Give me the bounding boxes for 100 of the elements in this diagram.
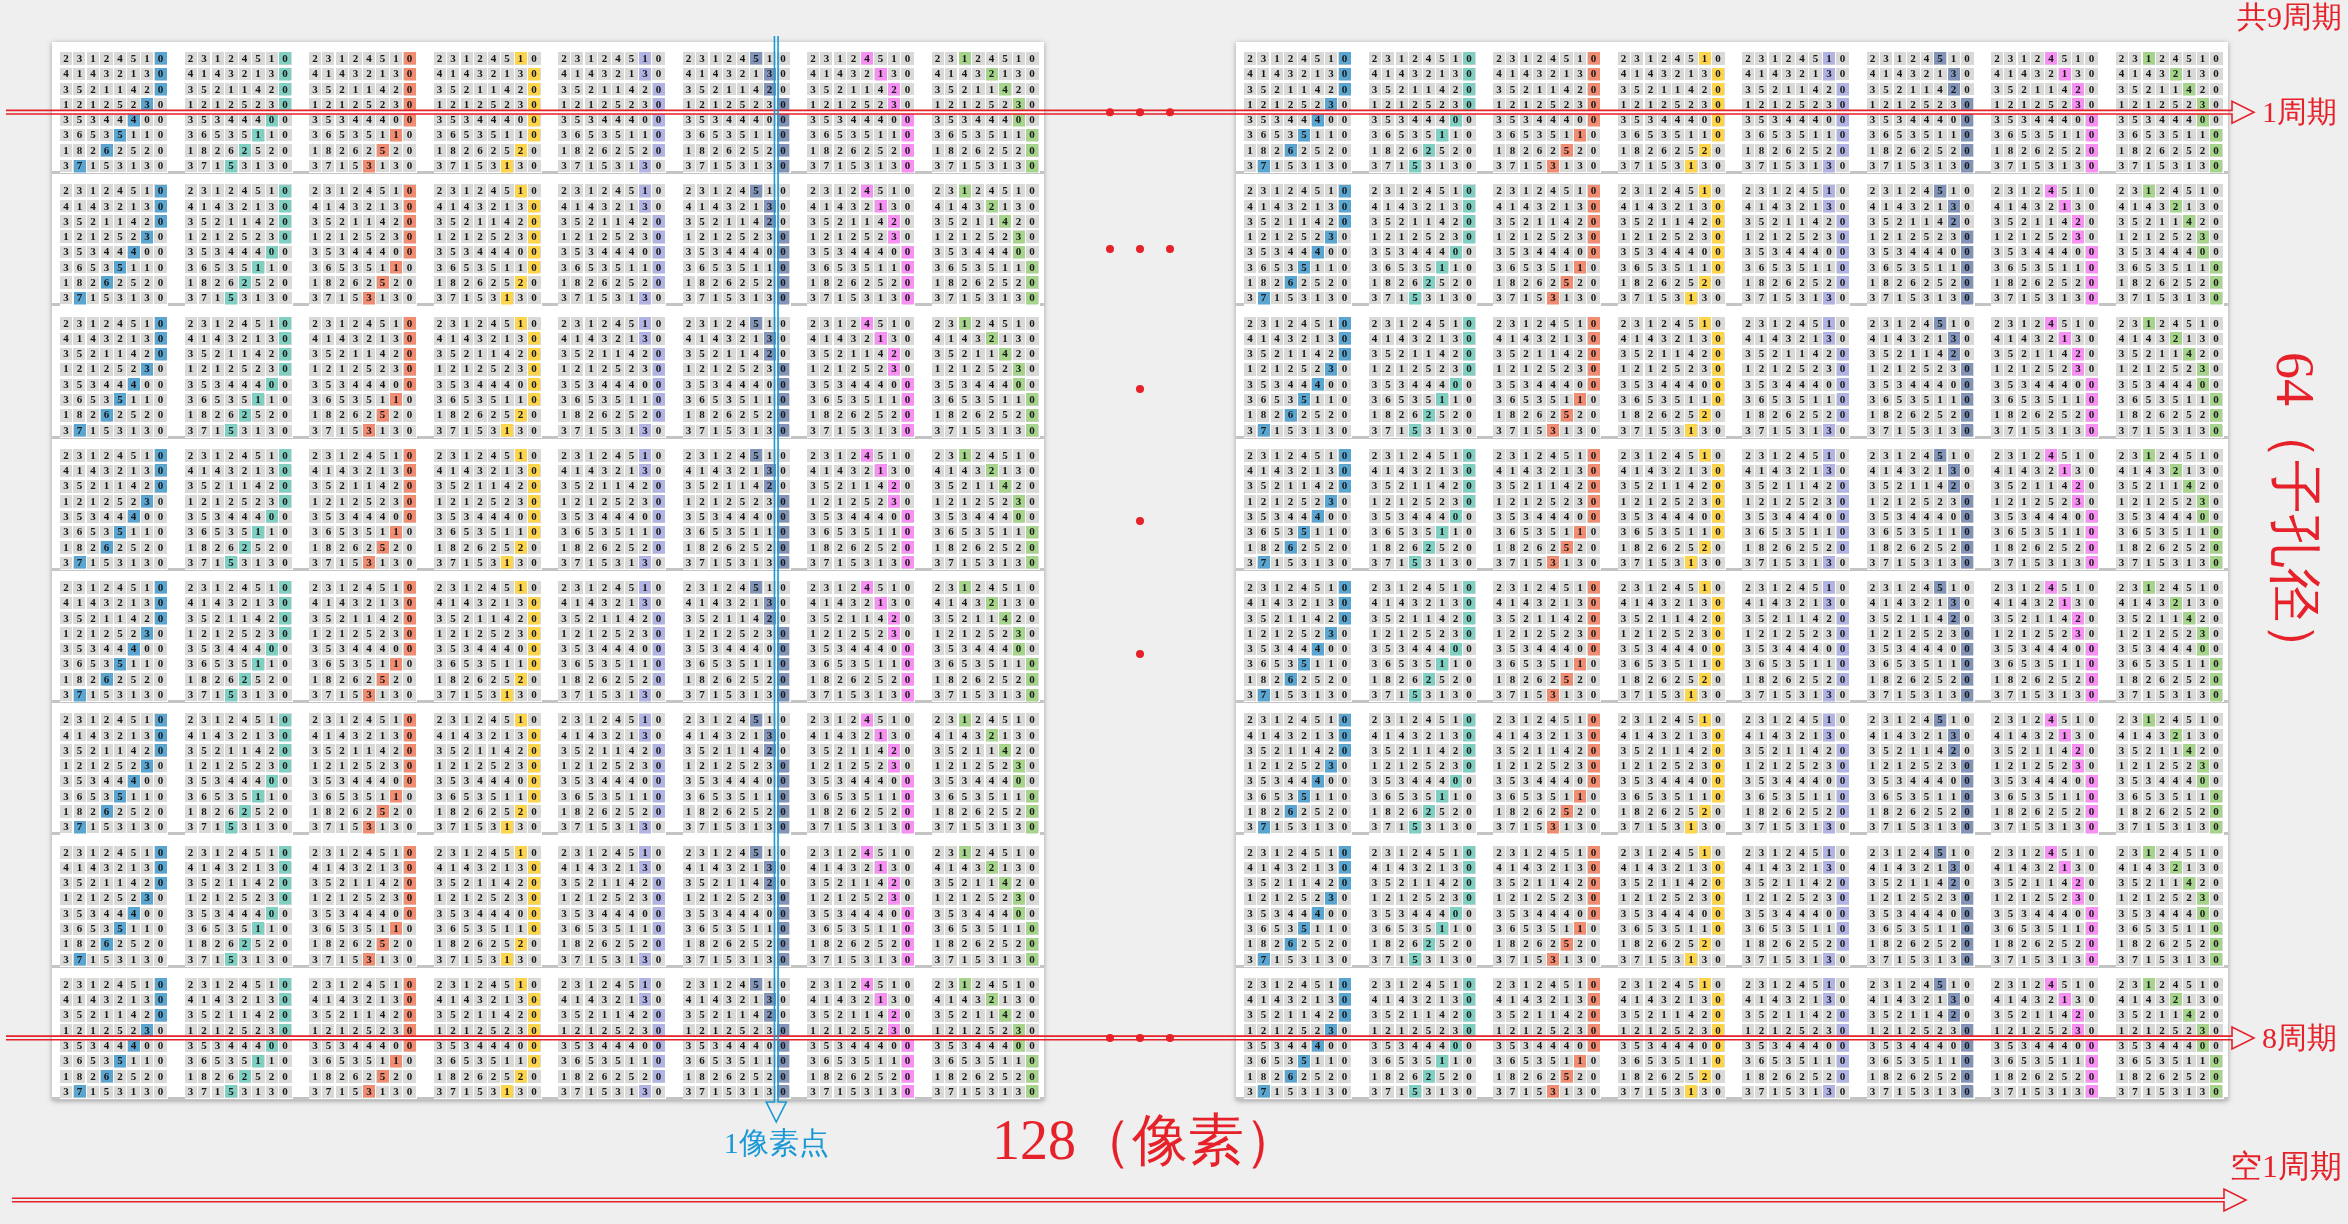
digit-grid: 2 3 1 2 4 5 1 0 4 1 4 3 2 1 3 0 3 5 2 1 1 4 2 0 1 2 1 2 5 2 3 0 3 5 3 4 4 4 0 0 3 6 5 3 5 1 1 0 1 8 2 6 2 5 2 0 3 7 1 5 3 1 3 0 [1866,51,1975,174]
digit-grid: 2 3 1 2 4 5 1 0 4 1 4 3 2 1 3 0 3 5 2 1 1 4 2 0 1 2 1 2 5 2 3 0 3 5 3 4 4 4 0 0 3 6 5 3 5 1 1 0 1 8 2 6 2 5 2 0 3 7 1 5 3 1 3 0 [1244,712,1352,835]
pixel-count-label: 128（像素） [992,1112,1300,1168]
digit-grid: 2 3 1 2 4 5 1 0 4 1 4 3 2 1 3 0 3 5 2 1 1 4 2 0 1 2 1 2 5 2 3 0 3 5 3 4 4 4 0 0 3 6 5 3 5 1 1 0 1 8 2 6 2 5 2 0 3 7 1 5 3 1 3 0 [1991,183,2099,306]
digit-grid: 2 3 1 2 4 5 1 0 4 1 4 3 2 1 3 0 3 5 2 1 1 4 2 0 1 2 1 2 5 2 3 0 3 5 3 4 4 4 0 0 3 6 5 3 5 1 1 0 1 8 2 6 2 5 2 0 3 7 1 5 3 1 3 0 [2115,447,2224,571]
digit-grid: 2 3 1 2 4 5 1 0 4 1 4 3 2 1 3 0 3 5 2 1 1 4 2 0 1 2 1 2 5 2 3 0 3 5 3 4 4 4 0 0 3 6 5 3 5 1 1 0 1 8 2 6 2 5 2 0 3 7 1 5 3 1 3 0 [558,183,666,306]
digit-grid: 2 3 1 2 4 5 1 0 4 1 4 3 2 1 3 0 3 5 2 1 1 4 2 0 1 2 1 2 5 2 3 0 3 5 3 4 4 4 0 0 3 6 5 3 5 1 1 0 1 8 2 6 2 5 2 0 3 7 1 5 3 1 3 0 [309,580,417,703]
digit-grid: 2 3 1 2 4 5 1 0 4 1 4 3 2 1 3 0 3 5 2 1 1 4 2 0 1 2 1 2 5 2 3 0 3 5 3 4 4 4 0 0 3 6 5 3 5 1 1 0 1 8 2 6 2 5 2 0 3 7 1 5 3 1 3 0 [807,712,915,835]
pixel-label: 1像素点 [723,1128,829,1158]
digit-grid: 2 3 1 2 4 5 1 0 4 1 4 3 2 1 3 0 3 5 2 1 1 4 2 0 1 2 1 2 5 2 3 0 3 5 3 4 4 4 0 0 3 6 5 3 5 1 1 0 1 8 2 6 2 5 2 0 3 7 1 5 3 1 3 0 [184,447,293,571]
digit-grid: 2 3 1 2 4 5 1 0 4 1 4 3 2 1 3 0 3 5 2 1 1 4 2 0 1 2 1 2 5 2 3 0 3 5 3 4 4 4 0 0 3 6 5 3 5 1 1 0 1 8 2 6 2 5 2 0 3 7 1 5 3 1 3 0 [2115,183,2224,306]
digit-grid: 2 3 1 2 4 5 1 0 4 1 4 3 2 1 3 0 3 5 2 1 1 4 2 0 1 2 1 2 5 2 3 0 3 5 3 4 4 4 0 0 3 6 5 3 5 1 1 0 1 8 2 6 2 5 2 0 3 7 1 5 3 1 3 0 [682,844,791,967]
digit-grid: 2 3 1 2 4 5 1 0 4 1 4 3 2 1 3 0 3 5 2 1 1 4 2 0 1 2 1 2 5 2 3 0 3 5 3 4 4 4 0 0 3 6 5 3 5 1 1 0 1 8 2 6 2 5 2 0 3 7 1 5 3 1 3 0 [60,183,168,306]
digit-grid: 2 3 1 2 4 5 1 0 4 1 4 3 2 1 3 0 3 5 2 1 1 4 2 0 1 2 1 2 5 2 3 0 3 5 3 4 4 4 0 0 3 6 5 3 5 1 1 0 1 8 2 6 2 5 2 0 3 7 1 5 3 1 3 0 [807,844,915,967]
digit-grid: 2 3 1 2 4 5 1 0 4 1 4 3 2 1 3 0 3 5 2 1 1 4 2 0 1 2 1 2 5 2 3 0 3 5 3 4 4 4 0 0 3 6 5 3 5 1 1 0 1 8 2 6 2 5 2 0 3 7 1 5 3 1 3 0 [2115,712,2224,835]
digit-grid: 2 3 1 2 4 5 1 0 4 1 4 3 2 1 3 0 3 5 2 1 1 4 2 0 1 2 1 2 5 2 3 0 3 5 3 4 4 4 0 0 3 6 5 3 5 1 1 0 1 8 2 6 2 5 2 0 3 7 1 5 3 1 3 0 [1742,580,1850,703]
digit-grid: 2 3 1 2 4 5 1 0 4 1 4 3 2 1 3 0 3 5 2 1 1 4 2 0 1 2 1 2 5 2 3 0 3 5 3 4 4 4 0 0 3 6 5 3 5 1 1 0 1 8 2 6 2 5 2 0 3 7 1 5 3 1 3 0 [2115,976,2224,1100]
digit-grid: 2 3 1 2 4 5 1 0 4 1 4 3 2 1 3 0 3 5 2 1 1 4 2 0 1 2 1 2 5 2 3 0 3 5 3 4 4 4 0 0 3 6 5 3 5 1 1 0 1 8 2 6 2 5 2 0 3 7 1 5 3 1 3 0 [931,183,1040,306]
digit-grid: 2 3 1 2 4 5 1 0 4 1 4 3 2 1 3 0 3 5 2 1 1 4 2 0 1 2 1 2 5 2 3 0 3 5 3 4 4 4 0 0 3 6 5 3 5 1 1 0 1 8 2 6 2 5 2 0 3 7 1 5 3 1 3 0 [1617,580,1726,703]
digit-grid: 2 3 1 2 4 5 1 0 4 1 4 3 2 1 3 0 3 5 2 1 1 4 2 0 1 2 1 2 5 2 3 0 3 5 3 4 4 4 0 0 3 6 5 3 5 1 1 0 1 8 2 6 2 5 2 0 3 7 1 5 3 1 3 0 [1368,712,1477,835]
digit-grid: 2 3 1 2 4 5 1 0 4 1 4 3 2 1 3 0 3 5 2 1 1 4 2 0 1 2 1 2 5 2 3 0 3 5 3 4 4 4 0 0 3 6 5 3 5 1 1 0 1 8 2 6 2 5 2 0 3 7 1 5 3 1 3 0 [807,183,915,306]
digit-grid: 2 3 1 2 4 5 1 0 4 1 4 3 2 1 3 0 3 5 2 1 1 4 2 0 1 2 1 2 5 2 3 0 3 5 3 4 4 4 0 0 3 6 5 3 5 1 1 0 1 8 2 6 2 5 2 0 3 7 1 5 3 1 3 0 [60,51,168,174]
digit-grid: 2 3 1 2 4 5 1 0 4 1 4 3 2 1 3 0 3 5 2 1 1 4 2 0 1 2 1 2 5 2 3 0 3 5 3 4 4 4 0 0 3 6 5 3 5 1 1 0 1 8 2 6 2 5 2 0 3 7 1 5 3 1 3 0 [558,580,666,703]
digit-grid: 2 3 1 2 4 5 1 0 4 1 4 3 2 1 3 0 3 5 2 1 1 4 2 0 1 2 1 2 5 2 3 0 3 5 3 4 4 4 0 0 3 6 5 3 5 1 1 0 1 8 2 6 2 5 2 0 3 7 1 5 3 1 3 0 [1866,712,1975,835]
digit-grid: 2 3 1 2 4 5 1 0 4 1 4 3 2 1 3 0 3 5 2 1 1 4 2 0 1 2 1 2 5 2 3 0 3 5 3 4 4 4 0 0 3 6 5 3 5 1 1 0 1 8 2 6 2 5 2 0 3 7 1 5 3 1 3 0 [1368,51,1477,174]
digit-grid: 2 3 1 2 4 5 1 0 4 1 4 3 2 1 3 0 3 5 2 1 1 4 2 0 1 2 1 2 5 2 3 0 3 5 3 4 4 4 0 0 3 6 5 3 5 1 1 0 1 8 2 6 2 5 2 0 3 7 1 5 3 1 3 0 [931,844,1040,967]
digit-grid: 2 3 1 2 4 5 1 0 4 1 4 3 2 1 3 0 3 5 2 1 1 4 2 0 1 2 1 2 5 2 3 0 3 5 3 4 4 4 0 0 3 6 5 3 5 1 1 0 1 8 2 6 2 5 2 0 3 7 1 5 3 1 3 0 [184,844,293,967]
digit-grid: 2 3 1 2 4 5 1 0 4 1 4 3 2 1 3 0 3 5 2 1 1 4 2 0 1 2 1 2 5 2 3 0 3 5 3 4 4 4 0 0 3 6 5 3 5 1 1 0 1 8 2 6 2 5 2 0 3 7 1 5 3 1 3 0 [682,580,791,703]
digit-grid: 2 3 1 2 4 5 1 0 4 1 4 3 2 1 3 0 3 5 2 1 1 4 2 0 1 2 1 2 5 2 3 0 3 5 3 4 4 4 0 0 3 6 5 3 5 1 1 0 1 8 2 6 2 5 2 0 3 7 1 5 3 1 3 0 [1617,315,1726,438]
digit-grid: 2 3 1 2 4 5 1 0 4 1 4 3 2 1 3 0 3 5 2 1 1 4 2 0 1 2 1 2 5 2 3 0 3 5 3 4 4 4 0 0 3 6 5 3 5 1 1 0 1 8 2 6 2 5 2 0 3 7 1 5 3 1 3 0 [931,712,1040,835]
digit-grid: 2 3 1 2 4 5 1 0 4 1 4 3 2 1 3 0 3 5 2 1 1 4 2 0 1 2 1 2 5 2 3 0 3 5 3 4 4 4 0 0 3 6 5 3 5 1 1 0 1 8 2 6 2 5 2 0 3 7 1 5 3 1 3 0 [1368,844,1477,967]
digit-grid: 2 3 1 2 4 5 1 0 4 1 4 3 2 1 3 0 3 5 2 1 1 4 2 0 1 2 1 2 5 2 3 0 3 5 3 4 4 4 0 0 3 6 5 3 5 1 1 0 1 8 2 6 2 5 2 0 3 7 1 5 3 1 3 0 [1368,976,1477,1100]
digit-grid: 2 3 1 2 4 5 1 0 4 1 4 3 2 1 3 0 3 5 2 1 1 4 2 0 1 2 1 2 5 2 3 0 3 5 3 4 4 4 0 0 3 6 5 3 5 1 1 0 1 8 2 6 2 5 2 0 3 7 1 5 3 1 3 0 [931,51,1040,174]
digit-grid: 2 3 1 2 4 5 1 0 4 1 4 3 2 1 3 0 3 5 2 1 1 4 2 0 1 2 1 2 5 2 3 0 3 5 3 4 4 4 0 0 3 6 5 3 5 1 1 0 1 8 2 6 2 5 2 0 3 7 1 5 3 1 3 0 [1991,976,2099,1100]
digit-grid: 2 3 1 2 4 5 1 0 4 1 4 3 2 1 3 0 3 5 2 1 1 4 2 0 1 2 1 2 5 2 3 0 3 5 3 4 4 4 0 0 3 6 5 3 5 1 1 0 1 8 2 6 2 5 2 0 3 7 1 5 3 1 3 0 [1244,51,1352,174]
digit-grid: 2 3 1 2 4 5 1 0 4 1 4 3 2 1 3 0 3 5 2 1 1 4 2 0 1 2 1 2 5 2 3 0 3 5 3 4 4 4 0 0 3 6 5 3 5 1 1 0 1 8 2 6 2 5 2 0 3 7 1 5 3 1 3 0 [1866,580,1975,703]
digit-grid: 2 3 1 2 4 5 1 0 4 1 4 3 2 1 3 0 3 5 2 1 1 4 2 0 1 2 1 2 5 2 3 0 3 5 3 4 4 4 0 0 3 6 5 3 5 1 1 0 1 8 2 6 2 5 2 0 3 7 1 5 3 1 3 0 [2115,51,2224,174]
digit-grid: 2 3 1 2 4 5 1 0 4 1 4 3 2 1 3 0 3 5 2 1 1 4 2 0 1 2 1 2 5 2 3 0 3 5 3 4 4 4 0 0 3 6 5 3 5 1 1 0 1 8 2 6 2 5 2 0 3 7 1 5 3 1 3 0 [807,976,915,1100]
digit-grid: 2 3 1 2 4 5 1 0 4 1 4 3 2 1 3 0 3 5 2 1 1 4 2 0 1 2 1 2 5 2 3 0 3 5 3 4 4 4 0 0 3 6 5 3 5 1 1 0 1 8 2 6 2 5 2 0 3 7 1 5 3 1 3 0 [1866,315,1975,438]
digit-grid: 2 3 1 2 4 5 1 0 4 1 4 3 2 1 3 0 3 5 2 1 1 4 2 0 1 2 1 2 5 2 3 0 3 5 3 4 4 4 0 0 3 6 5 3 5 1 1 0 1 8 2 6 2 5 2 0 3 7 1 5 3 1 3 0 [1368,315,1477,438]
digit-grid: 2 3 1 2 4 5 1 0 4 1 4 3 2 1 3 0 3 5 2 1 1 4 2 0 1 2 1 2 5 2 3 0 3 5 3 4 4 4 0 0 3 6 5 3 5 1 1 0 1 8 2 6 2 5 2 0 3 7 1 5 3 1 3 0 [433,844,542,967]
digit-grid: 2 3 1 2 4 5 1 0 4 1 4 3 2 1 3 0 3 5 2 1 1 4 2 0 1 2 1 2 5 2 3 0 3 5 3 4 4 4 0 0 3 6 5 3 5 1 1 0 1 8 2 6 2 5 2 0 3 7 1 5 3 1 3 0 [184,183,293,306]
digit-grid: 2 3 1 2 4 5 1 0 4 1 4 3 2 1 3 0 3 5 2 1 1 4 2 0 1 2 1 2 5 2 3 0 3 5 3 4 4 4 0 0 3 6 5 3 5 1 1 0 1 8 2 6 2 5 2 0 3 7 1 5 3 1 3 0 [60,580,168,703]
digit-grid: 2 3 1 2 4 5 1 0 4 1 4 3 2 1 3 0 3 5 2 1 1 4 2 0 1 2 1 2 5 2 3 0 3 5 3 4 4 4 0 0 3 6 5 3 5 1 1 0 1 8 2 6 2 5 2 0 3 7 1 5 3 1 3 0 [309,844,417,967]
digit-grid: 2 3 1 2 4 5 1 0 4 1 4 3 2 1 3 0 3 5 2 1 1 4 2 0 1 2 1 2 5 2 3 0 3 5 3 4 4 4 0 0 3 6 5 3 5 1 1 0 1 8 2 6 2 5 2 0 3 7 1 5 3 1 3 0 [931,315,1040,438]
digit-grid: 2 3 1 2 4 5 1 0 4 1 4 3 2 1 3 0 3 5 2 1 1 4 2 0 1 2 1 2 5 2 3 0 3 5 3 4 4 4 0 0 3 6 5 3 5 1 1 0 1 8 2 6 2 5 2 0 3 7 1 5 3 1 3 0 [1493,976,1601,1100]
digit-grid: 2 3 1 2 4 5 1 0 4 1 4 3 2 1 3 0 3 5 2 1 1 4 2 0 1 2 1 2 5 2 3 0 3 5 3 4 4 4 0 0 3 6 5 3 5 1 1 0 1 8 2 6 2 5 2 0 3 7 1 5 3 1 3 0 [1742,315,1850,438]
digit-grid: 2 3 1 2 4 5 1 0 4 1 4 3 2 1 3 0 3 5 2 1 1 4 2 0 1 2 1 2 5 2 3 0 3 5 3 4 4 4 0 0 3 6 5 3 5 1 1 0 1 8 2 6 2 5 2 0 3 7 1 5 3 1 3 0 [807,447,915,571]
digit-grid: 2 3 1 2 4 5 1 0 4 1 4 3 2 1 3 0 3 5 2 1 1 4 2 0 1 2 1 2 5 2 3 0 3 5 3 4 4 4 0 0 3 6 5 3 5 1 1 0 1 8 2 6 2 5 2 0 3 7 1 5 3 1 3 0 [558,712,666,835]
digit-grid: 2 3 1 2 4 5 1 0 4 1 4 3 2 1 3 0 3 5 2 1 1 4 2 0 1 2 1 2 5 2 3 0 3 5 3 4 4 4 0 0 3 6 5 3 5 1 1 0 1 8 2 6 2 5 2 0 3 7 1 5 3 1 3 0 [1493,315,1601,438]
digit-grid: 2 3 1 2 4 5 1 0 4 1 4 3 2 1 3 0 3 5 2 1 1 4 2 0 1 2 1 2 5 2 3 0 3 5 3 4 4 4 0 0 3 6 5 3 5 1 1 0 1 8 2 6 2 5 2 0 3 7 1 5 3 1 3 0 [1742,976,1850,1100]
digit-grid: 2 3 1 2 4 5 1 0 4 1 4 3 2 1 3 0 3 5 2 1 1 4 2 0 1 2 1 2 5 2 3 0 3 5 3 4 4 4 0 0 3 6 5 3 5 1 1 0 1 8 2 6 2 5 2 0 3 7 1 5 3 1 3 0 [807,580,915,703]
digit-grid: 2 3 1 2 4 5 1 0 4 1 4 3 2 1 3 0 3 5 2 1 1 4 2 0 1 2 1 2 5 2 3 0 3 5 3 4 4 4 0 0 3 6 5 3 5 1 1 0 1 8 2 6 2 5 2 0 3 7 1 5 3 1 3 0 [807,315,915,438]
digit-grid: 2 3 1 2 4 5 1 0 4 1 4 3 2 1 3 0 3 5 2 1 1 4 2 0 1 2 1 2 5 2 3 0 3 5 3 4 4 4 0 0 3 6 5 3 5 1 1 0 1 8 2 6 2 5 2 0 3 7 1 5 3 1 3 0 [931,580,1040,703]
digit-grid: 2 3 1 2 4 5 1 0 4 1 4 3 2 1 3 0 3 5 2 1 1 4 2 0 1 2 1 2 5 2 3 0 3 5 3 4 4 4 0 0 3 6 5 3 5 1 1 0 1 8 2 6 2 5 2 0 3 7 1 5 3 1 3 0 [682,183,791,306]
digit-grid: 2 3 1 2 4 5 1 0 4 1 4 3 2 1 3 0 3 5 2 1 1 4 2 0 1 2 1 2 5 2 3 0 3 5 3 4 4 4 0 0 3 6 5 3 5 1 1 0 1 8 2 6 2 5 2 0 3 7 1 5 3 1 3 0 [433,447,542,571]
digit-grid: 2 3 1 2 4 5 1 0 4 1 4 3 2 1 3 0 3 5 2 1 1 4 2 0 1 2 1 2 5 2 3 0 3 5 3 4 4 4 0 0 3 6 5 3 5 1 1 0 1 8 2 6 2 5 2 0 3 7 1 5 3 1 3 0 [1742,844,1850,967]
digit-grid: 2 3 1 2 4 5 1 0 4 1 4 3 2 1 3 0 3 5 2 1 1 4 2 0 1 2 1 2 5 2 3 0 3 5 3 4 4 4 0 0 3 6 5 3 5 1 1 0 1 8 2 6 2 5 2 0 3 7 1 5 3 1 3 0 [1617,183,1726,306]
digit-grid: 2 3 1 2 4 5 1 0 4 1 4 3 2 1 3 0 3 5 2 1 1 4 2 0 1 2 1 2 5 2 3 0 3 5 3 4 4 4 0 0 3 6 5 3 5 1 1 0 1 8 2 6 2 5 2 0 3 7 1 5 3 1 3 0 [1368,580,1477,703]
digit-grid: 2 3 1 2 4 5 1 0 4 1 4 3 2 1 3 0 3 5 2 1 1 4 2 0 1 2 1 2 5 2 3 0 3 5 3 4 4 4 0 0 3 6 5 3 5 1 1 0 1 8 2 6 2 5 2 0 3 7 1 5 3 1 3 0 [1742,447,1850,571]
digit-grid: 2 3 1 2 4 5 1 0 4 1 4 3 2 1 3 0 3 5 2 1 1 4 2 0 1 2 1 2 5 2 3 0 3 5 3 4 4 4 0 0 3 6 5 3 5 1 1 0 1 8 2 6 2 5 2 0 3 7 1 5 3 1 3 0 [1866,976,1975,1100]
digit-grid: 2 3 1 2 4 5 1 0 4 1 4 3 2 1 3 0 3 5 2 1 1 4 2 0 1 2 1 2 5 2 3 0 3 5 3 4 4 4 0 0 3 6 5 3 5 1 1 0 1 8 2 6 2 5 2 0 3 7 1 5 3 1 3 0 [558,447,666,571]
digit-grid: 2 3 1 2 4 5 1 0 4 1 4 3 2 1 3 0 3 5 2 1 1 4 2 0 1 2 1 2 5 2 3 0 3 5 3 4 4 4 0 0 3 6 5 3 5 1 1 0 1 8 2 6 2 5 2 0 3 7 1 5 3 1 3 0 [682,51,791,174]
digit-grid: 2 3 1 2 4 5 1 0 4 1 4 3 2 1 3 0 3 5 2 1 1 4 2 0 1 2 1 2 5 2 3 0 3 5 3 4 4 4 0 0 3 6 5 3 5 1 1 0 1 8 2 6 2 5 2 0 3 7 1 5 3 1 3 0 [433,183,542,306]
digit-grid: 2 3 1 2 4 5 1 0 4 1 4 3 2 1 3 0 3 5 2 1 1 4 2 0 1 2 1 2 5 2 3 0 3 5 3 4 4 4 0 0 3 6 5 3 5 1 1 0 1 8 2 6 2 5 2 0 3 7 1 5 3 1 3 0 [1368,183,1477,306]
digit-grid: 2 3 1 2 4 5 1 0 4 1 4 3 2 1 3 0 3 5 2 1 1 4 2 0 1 2 1 2 5 2 3 0 3 5 3 4 4 4 0 0 3 6 5 3 5 1 1 0 1 8 2 6 2 5 2 0 3 7 1 5 3 1 3 0 [184,51,293,174]
digit-grid: 2 3 1 2 4 5 1 0 4 1 4 3 2 1 3 0 3 5 2 1 1 4 2 0 1 2 1 2 5 2 3 0 3 5 3 4 4 4 0 0 3 6 5 3 5 1 1 0 1 8 2 6 2 5 2 0 3 7 1 5 3 1 3 0 [1244,976,1352,1100]
digit-grid: 2 3 1 2 4 5 1 0 4 1 4 3 2 1 3 0 3 5 2 1 1 4 2 0 1 2 1 2 5 2 3 0 3 5 3 4 4 4 0 0 3 6 5 3 5 1 1 0 1 8 2 6 2 5 2 0 3 7 1 5 3 1 3 0 [309,976,417,1100]
digit-grid: 2 3 1 2 4 5 1 0 4 1 4 3 2 1 3 0 3 5 2 1 1 4 2 0 1 2 1 2 5 2 3 0 3 5 3 4 4 4 0 0 3 6 5 3 5 1 1 0 1 8 2 6 2 5 2 0 3 7 1 5 3 1 3 0 [433,712,542,835]
digit-grid: 2 3 1 2 4 5 1 0 4 1 4 3 2 1 3 0 3 5 2 1 1 4 2 0 1 2 1 2 5 2 3 0 3 5 3 4 4 4 0 0 3 6 5 3 5 1 1 0 1 8 2 6 2 5 2 0 3 7 1 5 3 1 3 0 [1244,315,1352,438]
digit-grid: 2 3 1 2 4 5 1 0 4 1 4 3 2 1 3 0 3 5 2 1 1 4 2 0 1 2 1 2 5 2 3 0 3 5 3 4 4 4 0 0 3 6 5 3 5 1 1 0 1 8 2 6 2 5 2 0 3 7 1 5 3 1 3 0 [309,712,417,835]
digit-grid: 2 3 1 2 4 5 1 0 4 1 4 3 2 1 3 0 3 5 2 1 1 4 2 0 1 2 1 2 5 2 3 0 3 5 3 4 4 4 0 0 3 6 5 3 5 1 1 0 1 8 2 6 2 5 2 0 3 7 1 5 3 1 3 0 [309,315,417,438]
digit-grid: 2 3 1 2 4 5 1 0 4 1 4 3 2 1 3 0 3 5 2 1 1 4 2 0 1 2 1 2 5 2 3 0 3 5 3 4 4 4 0 0 3 6 5 3 5 1 1 0 1 8 2 6 2 5 2 0 3 7 1 5 3 1 3 0 [1866,183,1975,306]
digit-grid: 2 3 1 2 4 5 1 0 4 1 4 3 2 1 3 0 3 5 2 1 1 4 2 0 1 2 1 2 5 2 3 0 3 5 3 4 4 4 0 0 3 6 5 3 5 1 1 0 1 8 2 6 2 5 2 0 3 7 1 5 3 1 3 0 [682,315,791,438]
digit-grid: 2 3 1 2 4 5 1 0 4 1 4 3 2 1 3 0 3 5 2 1 1 4 2 0 1 2 1 2 5 2 3 0 3 5 3 4 4 4 0 0 3 6 5 3 5 1 1 0 1 8 2 6 2 5 2 0 3 7 1 5 3 1 3 0 [309,447,417,571]
digit-grid: 2 3 1 2 4 5 1 0 4 1 4 3 2 1 3 0 3 5 2 1 1 4 2 0 1 2 1 2 5 2 3 0 3 5 3 4 4 4 0 0 3 6 5 3 5 1 1 0 1 8 2 6 2 5 2 0 3 7 1 5 3 1 3 0 [1991,51,2099,174]
digit-grid: 2 3 1 2 4 5 1 0 4 1 4 3 2 1 3 0 3 5 2 1 1 4 2 0 1 2 1 2 5 2 3 0 3 5 3 4 4 4 0 0 3 6 5 3 5 1 1 0 1 8 2 6 2 5 2 0 3 7 1 5 3 1 3 0 [1991,844,2099,967]
digit-grid: 2 3 1 2 4 5 1 0 4 1 4 3 2 1 3 0 3 5 2 1 1 4 2 0 1 2 1 2 5 2 3 0 3 5 3 4 4 4 0 0 3 6 5 3 5 1 1 0 1 8 2 6 2 5 2 0 3 7 1 5 3 1 3 0 [1617,51,1726,174]
digit-grid: 2 3 1 2 4 5 1 0 4 1 4 3 2 1 3 0 3 5 2 1 1 4 2 0 1 2 1 2 5 2 3 0 3 5 3 4 4 4 0 0 3 6 5 3 5 1 1 0 1 8 2 6 2 5 2 0 3 7 1 5 3 1 3 0 [1866,844,1975,967]
digit-grid: 2 3 1 2 4 5 1 0 4 1 4 3 2 1 3 0 3 5 2 1 1 4 2 0 1 2 1 2 5 2 3 0 3 5 3 4 4 4 0 0 3 6 5 3 5 1 1 0 1 8 2 6 2 5 2 0 3 7 1 5 3 1 3 0 [184,976,293,1100]
digit-grid: 2 3 1 2 4 5 1 0 4 1 4 3 2 1 3 0 3 5 2 1 1 4 2 0 1 2 1 2 5 2 3 0 3 5 3 4 4 4 0 0 3 6 5 3 5 1 1 0 1 8 2 6 2 5 2 0 3 7 1 5 3 1 3 0 [682,447,791,571]
digit-grid: 2 3 1 2 4 5 1 0 4 1 4 3 2 1 3 0 3 5 2 1 1 4 2 0 1 2 1 2 5 2 3 0 3 5 3 4 4 4 0 0 3 6 5 3 5 1 1 0 1 8 2 6 2 5 2 0 3 7 1 5 3 1 3 0 [184,580,293,703]
digit-grid: 2 3 1 2 4 5 1 0 4 1 4 3 2 1 3 0 3 5 2 1 1 4 2 0 1 2 1 2 5 2 3 0 3 5 3 4 4 4 0 0 3 6 5 3 5 1 1 0 1 8 2 6 2 5 2 0 3 7 1 5 3 1 3 0 [433,976,542,1100]
digit-grid: 2 3 1 2 4 5 1 0 4 1 4 3 2 1 3 0 3 5 2 1 1 4 2 0 1 2 1 2 5 2 3 0 3 5 3 4 4 4 0 0 3 6 5 3 5 1 1 0 1 8 2 6 2 5 2 0 3 7 1 5 3 1 3 0 [184,315,293,438]
period-label: 8周期 [2262,1022,2337,1053]
digit-grid: 2 3 1 2 4 5 1 0 4 1 4 3 2 1 3 0 3 5 2 1 1 4 2 0 1 2 1 2 5 2 3 0 3 5 3 4 4 4 0 0 3 6 5 3 5 1 1 0 1 8 2 6 2 5 2 0 3 7 1 5 3 1 3 0 [558,315,666,438]
digit-grid: 2 3 1 2 4 5 1 0 4 1 4 3 2 1 3 0 3 5 2 1 1 4 2 0 1 2 1 2 5 2 3 0 3 5 3 4 4 4 0 0 3 6 5 3 5 1 1 0 1 8 2 6 2 5 2 0 3 7 1 5 3 1 3 0 [1244,447,1352,571]
digit-grid: 2 3 1 2 4 5 1 0 4 1 4 3 2 1 3 0 3 5 2 1 1 4 2 0 1 2 1 2 5 2 3 0 3 5 3 4 4 4 0 0 3 6 5 3 5 1 1 0 1 8 2 6 2 5 2 0 3 7 1 5 3 1 3 0 [1244,580,1352,703]
total-periods-label: 共9周期 [2237,2,2342,32]
digit-grid: 2 3 1 2 4 5 1 0 4 1 4 3 2 1 3 0 3 5 2 1 1 4 2 0 1 2 1 2 5 2 3 0 3 5 3 4 4 4 0 0 3 6 5 3 5 1 1 0 1 8 2 6 2 5 2 0 3 7 1 5 3 1 3 0 [60,447,168,571]
digit-grid: 2 3 1 2 4 5 1 0 4 1 4 3 2 1 3 0 3 5 2 1 1 4 2 0 1 2 1 2 5 2 3 0 3 5 3 4 4 4 0 0 3 6 5 3 5 1 1 0 1 8 2 6 2 5 2 0 3 7 1 5 3 1 3 0 [1991,580,2099,703]
digit-grid: 2 3 1 2 4 5 1 0 4 1 4 3 2 1 3 0 3 5 2 1 1 4 2 0 1 2 1 2 5 2 3 0 3 5 3 4 4 4 0 0 3 6 5 3 5 1 1 0 1 8 2 6 2 5 2 0 3 7 1 5 3 1 3 0 [558,844,666,967]
digit-grid: 2 3 1 2 4 5 1 0 4 1 4 3 2 1 3 0 3 5 2 1 1 4 2 0 1 2 1 2 5 2 3 0 3 5 3 4 4 4 0 0 3 6 5 3 5 1 1 0 1 8 2 6 2 5 2 0 3 7 1 5 3 1 3 0 [682,712,791,835]
digit-grid: 2 3 1 2 4 5 1 0 4 1 4 3 2 1 3 0 3 5 2 1 1 4 2 0 1 2 1 2 5 2 3 0 3 5 3 4 4 4 0 0 3 6 5 3 5 1 1 0 1 8 2 6 2 5 2 0 3 7 1 5 3 1 3 0 [433,580,542,703]
digit-grid: 2 3 1 2 4 5 1 0 4 1 4 3 2 1 3 0 3 5 2 1 1 4 2 0 1 2 1 2 5 2 3 0 3 5 3 4 4 4 0 0 3 6 5 3 5 1 1 0 1 8 2 6 2 5 2 0 3 7 1 5 3 1 3 0 [1493,844,1601,967]
empty-period-label: 空1周期 [2230,1150,2342,1182]
digit-grid: 2 3 1 2 4 5 1 0 4 1 4 3 2 1 3 0 3 5 2 1 1 4 2 0 1 2 1 2 5 2 3 0 3 5 3 4 4 4 0 0 3 6 5 3 5 1 1 0 1 8 2 6 2 5 2 0 3 7 1 5 3 1 3 0 [1991,712,2099,835]
digit-grid: 2 3 1 2 4 5 1 0 4 1 4 3 2 1 3 0 3 5 2 1 1 4 2 0 1 2 1 2 5 2 3 0 3 5 3 4 4 4 0 0 3 6 5 3 5 1 1 0 1 8 2 6 2 5 2 0 3 7 1 5 3 1 3 0 [1244,844,1352,967]
period-label: 1周期 [2262,97,2337,128]
digit-grid: 2 3 1 2 4 5 1 0 4 1 4 3 2 1 3 0 3 5 2 1 1 4 2 0 1 2 1 2 5 2 3 0 3 5 3 4 4 4 0 0 3 6 5 3 5 1 1 0 1 8 2 6 2 5 2 0 3 7 1 5 3 1 3 0 [1493,51,1601,174]
